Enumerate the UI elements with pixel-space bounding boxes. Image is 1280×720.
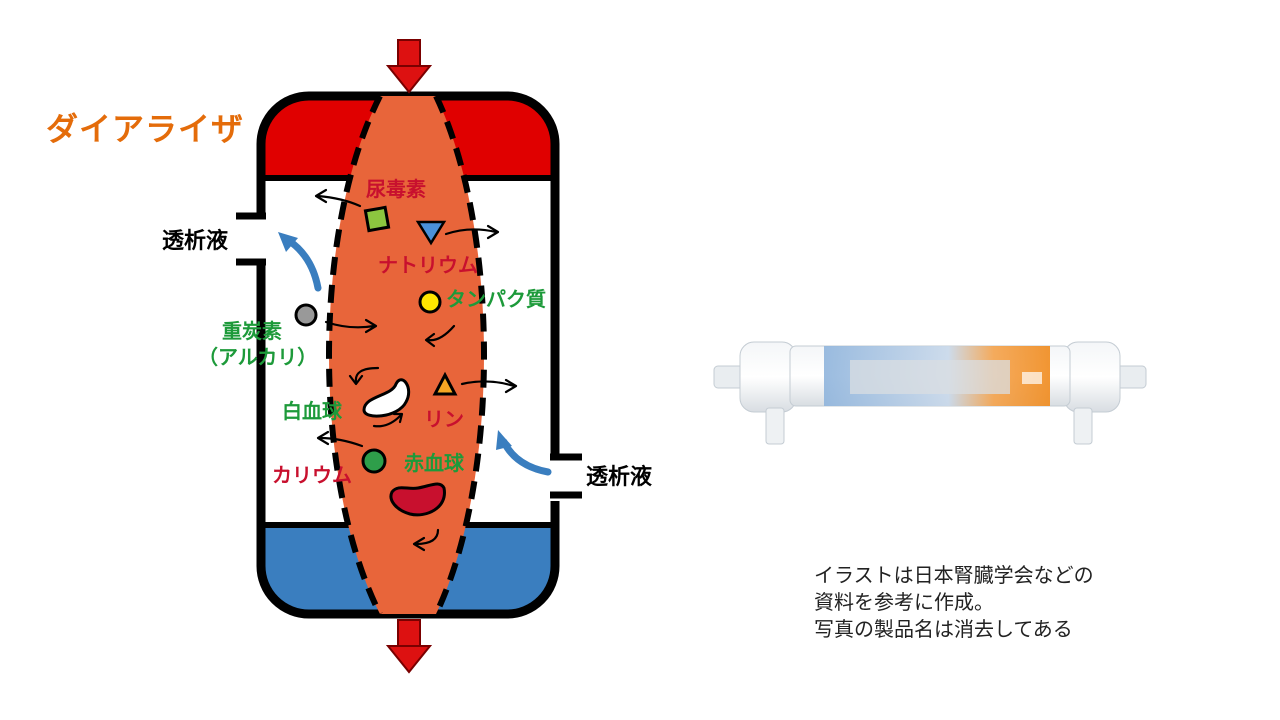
caption-line-1: イラストは日本腎臓学会などの — [814, 563, 1094, 587]
sodium-particle — [415, 220, 447, 246]
dialysate-in-arrow — [278, 232, 322, 292]
caption-line-2: 資料を参考に作成。 — [814, 590, 994, 614]
bicarbonate-sublabel: （アルカリ） — [198, 345, 317, 369]
membrane-left — [326, 94, 383, 616]
phosphorus-particle — [432, 371, 458, 396]
membrane-right — [433, 94, 487, 616]
white-blood-cell-retained-arrow — [348, 366, 380, 386]
white-blood-cell — [362, 378, 411, 418]
urea-toxin-particle — [363, 205, 391, 233]
dialysate-port-left — [236, 212, 268, 266]
protein-label: タンパク質 — [446, 287, 546, 311]
potassium-particle — [361, 448, 387, 474]
blood-in-arrow — [385, 39, 433, 94]
red-blood-cell-label: 赤血球 — [404, 451, 465, 475]
red-blood-cell-retained-arrow — [412, 528, 440, 552]
dialysate-label-right: 透析液 — [586, 464, 652, 490]
dialysate-port-right — [548, 453, 582, 501]
bicarbonate-label: 重炭素 — [222, 319, 282, 343]
caption-note: イラストは日本腎臓学会などの 資料を参考に作成。 写真の製品名は消去してある — [814, 562, 1094, 643]
white-blood-cell-return-arrow — [372, 412, 404, 428]
phosphorus-diffusion-arrow — [460, 378, 518, 394]
dialysate-out-arrow — [496, 430, 552, 476]
sodium-diffusion-arrow — [444, 224, 500, 240]
diagram-title: ダイアライザ — [46, 110, 245, 148]
phosphorus-label: リン — [424, 407, 464, 431]
urea-toxin-label: 尿毒素 — [366, 177, 426, 201]
caption-line-3: 写真の製品名は消去してある — [814, 617, 1073, 641]
bicarbonate-particle — [294, 303, 318, 327]
dialyzer-product-photo — [713, 341, 1147, 445]
blood-out-arrow — [385, 619, 433, 674]
potassium-diffusion-arrow — [316, 430, 364, 448]
dialysate-label-left: 透析液 — [162, 228, 228, 254]
protein-particle — [418, 290, 442, 314]
urea-toxin-diffusion-arrow — [314, 188, 362, 208]
bicarbonate-diffusion-arrow — [324, 318, 378, 334]
dialyzer-diagram: 透析液 透析液 尿毒素 ナトリウム タンパク質 重炭素 （アルカリ） 白血球 リ… — [162, 39, 652, 674]
potassium-label: カリウム — [272, 463, 352, 487]
white-blood-cell-label: 白血球 — [282, 399, 343, 423]
sodium-label: ナトリウム — [378, 253, 478, 277]
red-blood-cell — [389, 482, 446, 517]
protein-retained-arrow — [424, 324, 456, 348]
